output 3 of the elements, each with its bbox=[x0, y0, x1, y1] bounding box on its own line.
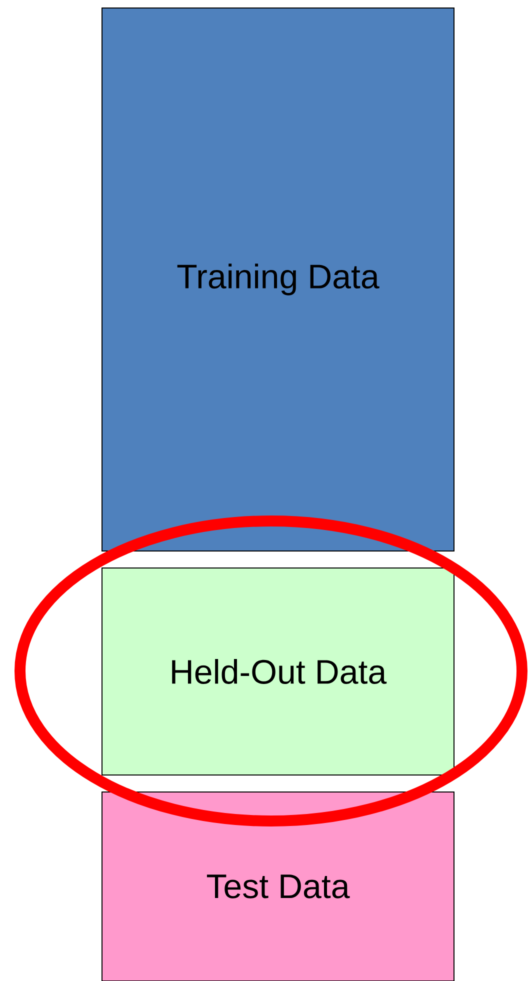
data-box: Held-Out Data bbox=[102, 568, 454, 776]
data-box: Test Data bbox=[102, 792, 454, 981]
data-box: Training Data bbox=[102, 7, 454, 552]
